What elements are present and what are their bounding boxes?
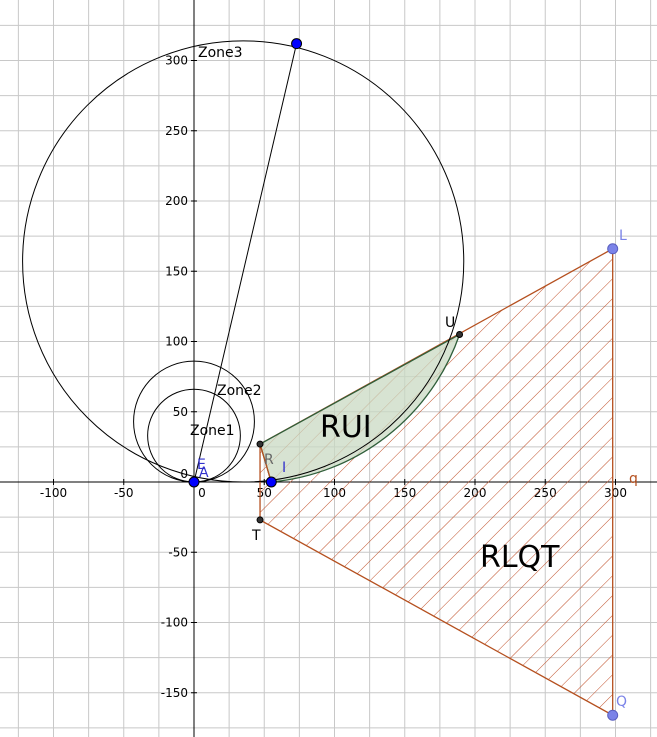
y-tick-label: 150 bbox=[165, 264, 188, 278]
x-tick-label: -50 bbox=[114, 486, 134, 500]
point-a[interactable] bbox=[188, 476, 200, 488]
zone1-label: Zone1 bbox=[190, 423, 235, 439]
x-tick-label: 0 bbox=[198, 486, 206, 500]
y-tick-label: 50 bbox=[173, 405, 188, 419]
y-tick-label: 200 bbox=[165, 194, 188, 208]
point-q-label: Q bbox=[616, 694, 627, 710]
point-r-label: R bbox=[264, 452, 274, 468]
points bbox=[188, 38, 619, 721]
zone2-label: Zone2 bbox=[217, 383, 262, 399]
point-i-label: I bbox=[282, 460, 286, 476]
point-u-label: U bbox=[445, 315, 455, 331]
line-q-label: q bbox=[629, 471, 638, 487]
zone3-circle bbox=[22, 40, 465, 483]
point-zone3-top[interactable] bbox=[291, 38, 303, 50]
rlqt-label: RLQT bbox=[480, 540, 560, 575]
y-tick-label: 250 bbox=[165, 124, 188, 138]
y-tick-label: 100 bbox=[165, 335, 188, 349]
shapes bbox=[22, 40, 614, 717]
y-tick-label: -50 bbox=[168, 545, 188, 559]
y-tick-label: -100 bbox=[161, 616, 188, 630]
point-a-label: A bbox=[199, 465, 209, 481]
point-t bbox=[256, 516, 264, 524]
labels: Zone2 Zone1 Zone3 RUI RLQT E A R I U T L… bbox=[190, 45, 638, 710]
point-l-label: L bbox=[619, 228, 627, 244]
segment-ri bbox=[259, 443, 272, 483]
point-l[interactable] bbox=[607, 243, 619, 255]
region-rui bbox=[259, 333, 461, 483]
point-i[interactable] bbox=[265, 476, 277, 488]
region-rlqt bbox=[259, 247, 614, 717]
x-tick-label: -100 bbox=[40, 486, 67, 500]
y-tick-label: 300 bbox=[165, 54, 188, 68]
point-e-label: E bbox=[197, 457, 206, 473]
zone3-label: Zone3 bbox=[198, 45, 243, 61]
zone3-chord bbox=[193, 43, 298, 483]
y-tick-label: -150 bbox=[161, 686, 188, 700]
rui-label: RUI bbox=[320, 410, 372, 445]
point-r bbox=[256, 440, 264, 448]
point-t-label: T bbox=[251, 528, 261, 544]
point-q[interactable] bbox=[607, 709, 619, 721]
point-u bbox=[456, 330, 464, 338]
